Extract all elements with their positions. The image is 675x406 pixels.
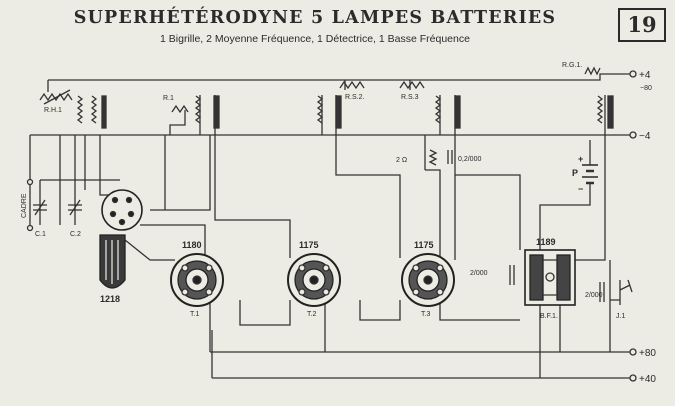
terminal-label-plus40: +40 [639,374,656,385]
label-battery: P [572,168,578,178]
socket-t2 [287,253,341,307]
jack-j1 [619,279,633,305]
bias-battery [582,145,598,190]
stage2-wires [321,80,401,352]
stage1-wires [169,95,291,326]
resistors [39,66,601,166]
label-t1: T.1 [190,311,199,318]
label-t3: T.3 [421,311,430,318]
resistor-rs3 [399,80,425,90]
page-title: SUPERHÉTÉRODYNE 5 LAMPES BATTERIES [73,8,557,28]
label-cadre: CADRE [21,193,28,218]
terminal-plus40[interactable] [629,374,637,382]
label-res-2: 2 Ω [396,157,407,164]
mixer-wires [124,135,213,378]
capacitor-c1 [33,204,47,211]
label-rs3: R.S.3 [401,94,419,101]
socket-t3 [401,253,455,307]
label-rh1: R.H.1 [44,107,62,114]
terminal-plus4[interactable] [629,70,637,78]
t2-transformer [316,95,342,129]
terminal-plus80[interactable] [629,348,637,356]
label-c1: C.1 [35,231,46,238]
plate-number: 19 [618,8,666,42]
resistor-rg1 [584,66,601,76]
label-tube-3: 1175 [414,240,434,250]
capacitor-2000-c [599,282,605,302]
capacitor-02000 [447,150,453,164]
output-transformer [596,95,614,129]
capacitor-c1-arrow [34,199,46,216]
label-c2: C.2 [70,231,81,238]
page-subtitle: 1 Bigrille, 2 Moyenne Fréquence, 1 Détec… [160,33,470,45]
label-j1: J.1 [616,313,625,320]
label-rg1: R.G.1. [562,62,582,69]
terminal-cadre-b[interactable] [26,224,34,232]
resistor-rs2 [339,80,365,90]
coil-transformers [76,95,614,129]
terminal-label-plus4: +4 [639,70,651,81]
component-labels: R.H.1 R.1 R.S.2. R.S.3 R.G.1. CADRE C.1 … [21,62,656,385]
capacitor-c2 [68,204,82,211]
label-cap-2000a: 0,2/000 [458,156,481,163]
capacitor-c2-arrow [69,199,81,216]
resistor-2ohm [428,149,438,166]
terminal-cadre-a[interactable] [26,178,34,186]
label-tube-2: 1175 [299,240,319,250]
oscillator-tube-1218 [99,189,143,289]
label-battery-plus: + [578,154,583,164]
terminal-label-minus80: −80 [640,85,652,92]
capacitors [33,150,605,302]
capacitor-2000-b [509,265,515,285]
resistor-r1 [171,104,189,114]
label-t2: T.2 [307,311,316,318]
label-cap-2000c: 2/000 [585,292,603,299]
label-rs2: R.S.2. [345,94,365,101]
label-r1: R.1 [163,95,174,102]
top-bus-wire [47,73,630,92]
terminal-circles [26,70,637,382]
bf-transformer-1189 [524,249,576,306]
oscillator-coils [76,95,107,129]
wiring [29,73,630,379]
label-tube-4: 1189 [536,237,556,247]
label-bf1: B.F.1. [540,313,558,320]
t1-transformer [194,95,220,129]
terminal-minus4[interactable] [629,131,637,139]
rheostat-rh1-arrow [43,89,71,105]
t3-transformer [434,95,461,129]
rheostat-rh1 [39,92,73,102]
label-battery-minus: − [578,184,583,194]
terminal-label-minus4: −4 [639,131,651,142]
output-wires [539,95,620,378]
label-cap-2000b: 2/000 [470,270,488,277]
socket-t1 [170,253,224,307]
terminal-label-plus80: +80 [639,348,656,359]
label-tube-1: 1180 [182,240,202,250]
label-tube-oscillator: 1218 [100,294,120,304]
